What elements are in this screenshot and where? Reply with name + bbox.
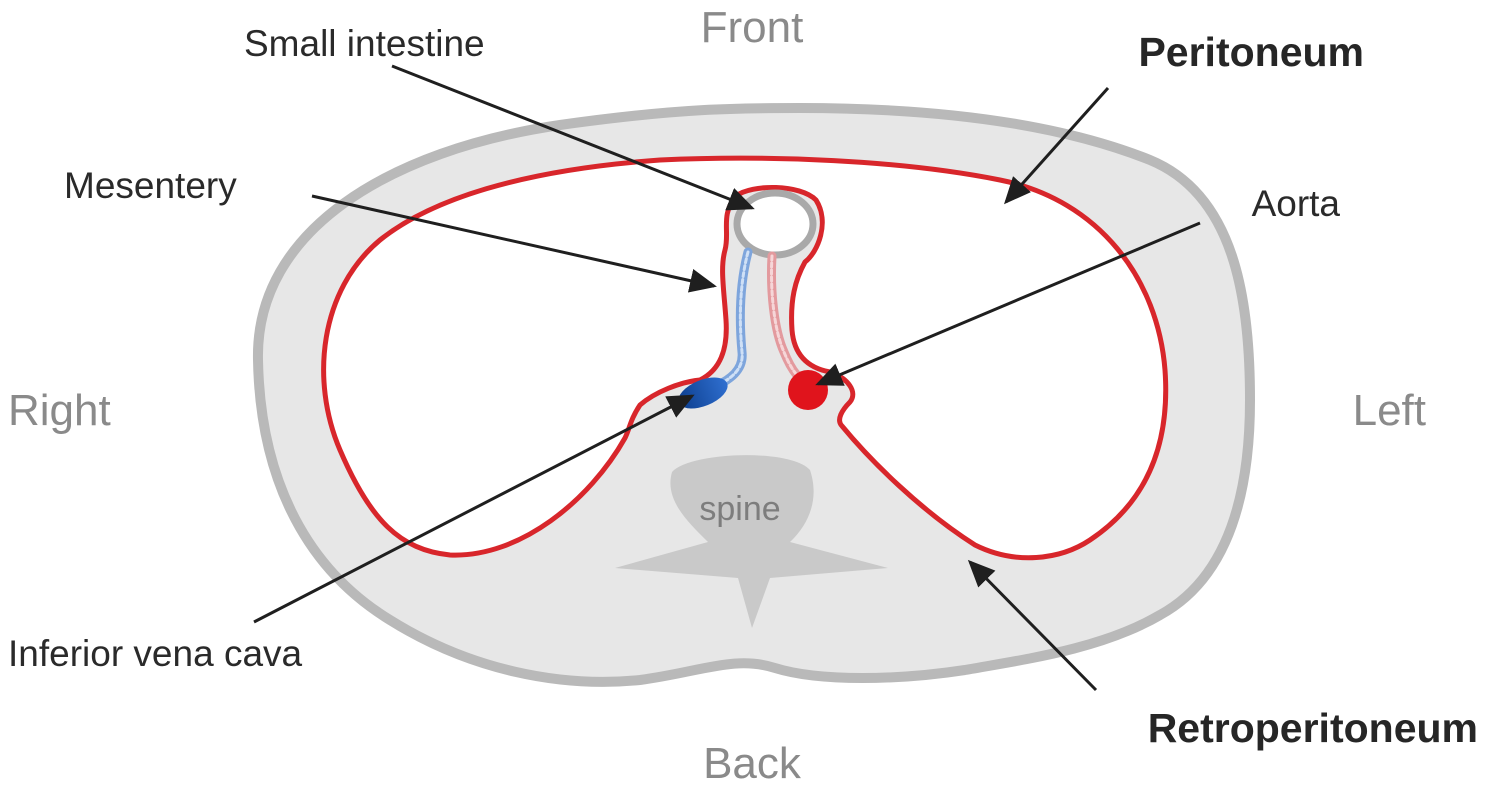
back-label: Back: [703, 739, 802, 786]
right-label: Right: [8, 386, 111, 435]
left-label: Left: [1353, 386, 1426, 435]
small-intestine: [737, 193, 813, 255]
small-intestine-label: Small intestine: [244, 23, 485, 64]
retroperitoneum-label: Retroperitoneum: [1148, 705, 1478, 751]
inferior-vena-cava-label: Inferior vena cava: [8, 633, 303, 674]
front-label: Front: [701, 3, 804, 52]
aorta-vessel: [788, 370, 828, 410]
peritoneum-label: Peritoneum: [1138, 29, 1364, 75]
aorta-label: Aorta: [1252, 183, 1341, 224]
spine-label: spine: [699, 490, 780, 528]
mesentery-label: Mesentery: [64, 165, 237, 206]
